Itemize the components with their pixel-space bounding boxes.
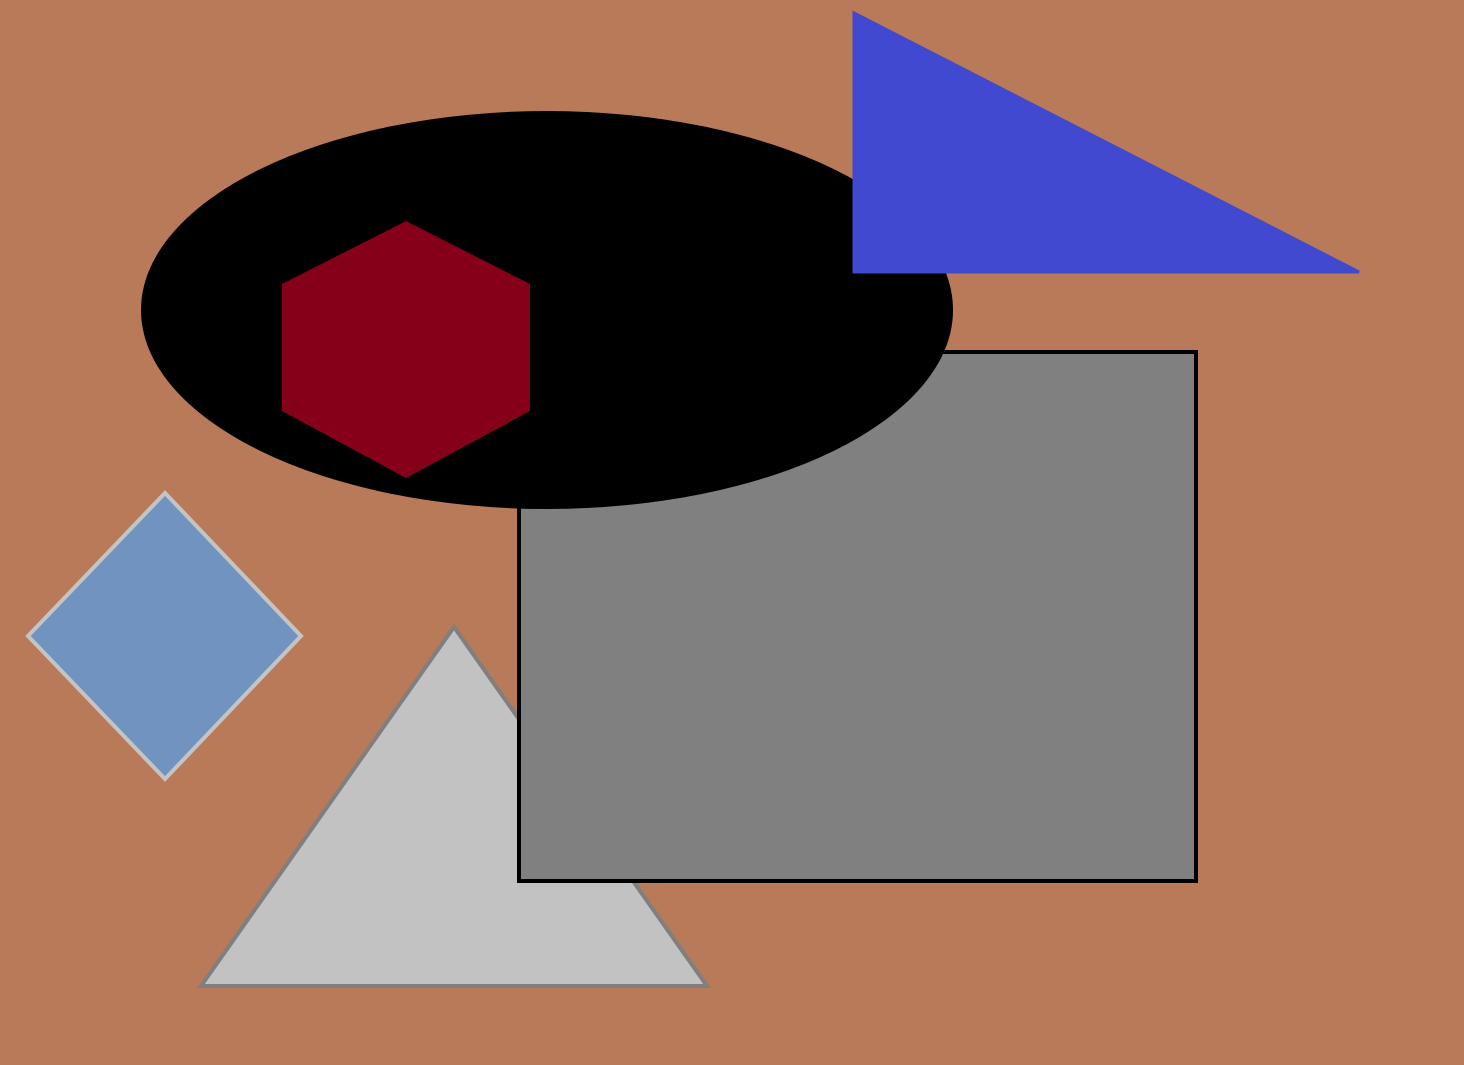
black-ellipse xyxy=(141,111,953,509)
blue-right-triangle xyxy=(852,10,1360,274)
dark-red-hexagon xyxy=(282,221,530,478)
light-blue-diamond xyxy=(25,490,304,782)
